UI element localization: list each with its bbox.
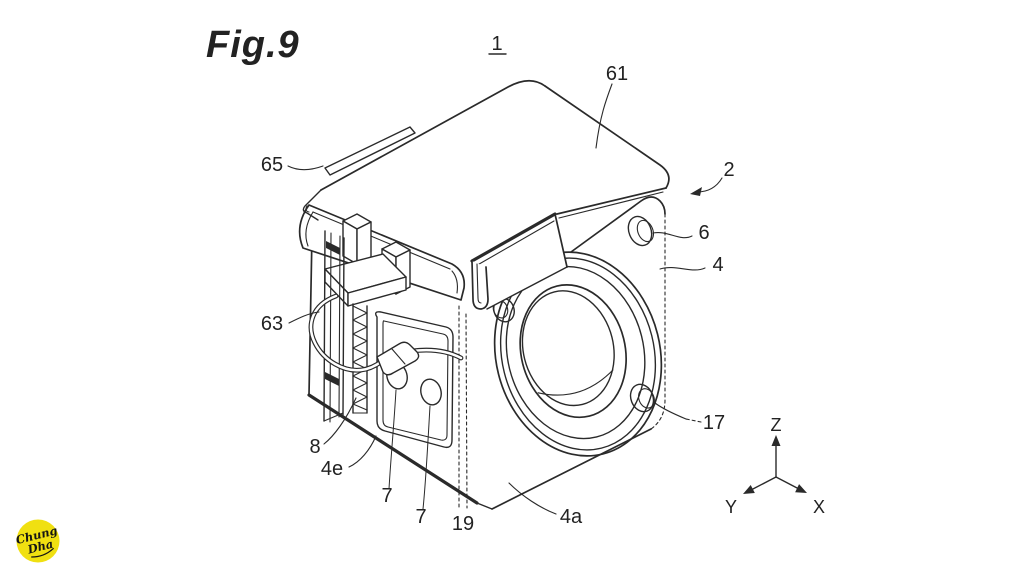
callout-7a: 7 — [381, 485, 392, 507]
leader-4a — [508, 482, 557, 515]
callout-6: 6 — [698, 222, 709, 244]
flip-screen — [308, 79, 670, 266]
fold-top-inner — [473, 220, 555, 268]
lens-glass — [521, 290, 615, 407]
hook-inner — [476, 263, 482, 304]
screen-lip — [302, 126, 416, 221]
callout-4: 4 — [712, 254, 723, 276]
leader-8 — [323, 397, 357, 445]
callout-19: 19 — [452, 513, 474, 535]
lens-opening — [519, 284, 627, 419]
flip-screen-bottom-edge — [556, 187, 667, 215]
leader-4 — [659, 267, 706, 271]
hook-outline — [471, 260, 489, 310]
flex-cable — [308, 293, 464, 376]
leader-17-dashed — [685, 418, 702, 423]
cable-loop — [308, 293, 389, 373]
strip-inner-right — [338, 235, 341, 418]
leader-lines — [287, 83, 723, 515]
flip-screen-face — [308, 80, 669, 266]
bracket-block-1 — [342, 213, 372, 265]
front-plate-right-edge-dashed — [650, 213, 666, 430]
lens-glass-reflection — [537, 369, 614, 396]
watermark-logo: Chung Dha — [14, 519, 60, 563]
body-bottom-joint — [476, 502, 493, 510]
leader-17 — [654, 402, 687, 420]
axis-z-label: Z — [771, 415, 782, 435]
leader-7a — [388, 389, 397, 490]
axis-x-label: X — [813, 497, 825, 517]
axis-y-line — [750, 476, 777, 491]
callout-63: 63 — [261, 313, 283, 335]
leader-6 — [652, 231, 693, 239]
callout-7b: 7 — [415, 506, 426, 528]
watermark-flourish — [31, 547, 54, 558]
strip-inner-left — [329, 232, 332, 423]
flip-screen-topright-edge — [544, 85, 670, 189]
assembly-ref: 1 — [491, 33, 502, 55]
front-plate-bottom-edge — [491, 428, 652, 510]
callout-labels: 61 65 2 6 4 63 17 8 4e 7 7 19 4a — [261, 63, 735, 535]
fold-face — [472, 214, 567, 309]
callout-4e: 4e — [321, 458, 343, 480]
figure-title: Fig.9 — [206, 24, 300, 66]
screen-fold-flap — [470, 212, 568, 310]
flip-screen-topleft-edge — [320, 79, 546, 191]
callout-17: 17 — [703, 412, 725, 434]
strip-outer-left — [323, 230, 326, 422]
callout-65: 65 — [261, 154, 283, 176]
camera-body — [307, 196, 666, 510]
side-button-2 — [420, 378, 442, 406]
strip-hatch-bottom — [325, 372, 339, 386]
leader-65 — [287, 165, 324, 171]
callout-8: 8 — [309, 436, 320, 458]
watermark-text-line2: Dha — [25, 537, 54, 557]
hinge-hook — [471, 260, 489, 310]
strip-hatch-top — [326, 241, 340, 255]
flip-screen-thickness-line — [558, 191, 664, 219]
axis-x-arrowhead — [795, 484, 807, 493]
lens-assembly — [493, 251, 663, 457]
side-panel-outline — [374, 311, 454, 449]
fold-bottom-edge — [486, 266, 568, 310]
lip-strip — [324, 126, 416, 176]
body-left-edge — [308, 233, 313, 396]
side-panel — [374, 311, 454, 449]
corner-beak-curl — [305, 205, 310, 213]
axis-y-label: Y — [725, 497, 737, 517]
fold-right-edge — [554, 213, 568, 268]
screw-bottom — [629, 383, 655, 413]
leader-63 — [288, 311, 320, 324]
side-panel-inner-line — [382, 320, 449, 441]
barrel-top-inner — [312, 211, 451, 270]
callout-4a: 4a — [560, 506, 583, 528]
front-plate-top-edge — [570, 196, 666, 253]
strip-bottom-edge — [323, 412, 344, 422]
callout-2: 2 — [723, 159, 734, 181]
callout-61: 61 — [606, 63, 628, 85]
hinge-column — [323, 230, 368, 423]
strip-outer-right — [342, 237, 345, 416]
barrel-right-inner — [451, 270, 458, 294]
leader-61 — [595, 83, 613, 149]
figure-heading: Fig.9 1 — [206, 24, 507, 66]
leader-4e — [348, 435, 377, 468]
seam-line-right — [465, 313, 468, 509]
hinge-brackets — [324, 213, 411, 307]
body-bottom-left-edge — [307, 393, 479, 505]
bracket-base-plate — [324, 253, 407, 307]
spring-zigzag — [352, 305, 368, 411]
axis-indicator: Z Y X — [725, 415, 825, 517]
axis-x-line — [775, 476, 800, 490]
cable-connector — [376, 341, 420, 376]
leader-7b — [422, 405, 431, 510]
corner-beak — [302, 189, 322, 221]
leader-2-arrowhead — [690, 187, 702, 196]
axis-y-arrowhead — [743, 484, 755, 494]
screw-top — [627, 215, 655, 247]
axis-z-arrowhead — [771, 435, 781, 446]
fold-top-edge — [470, 212, 557, 263]
